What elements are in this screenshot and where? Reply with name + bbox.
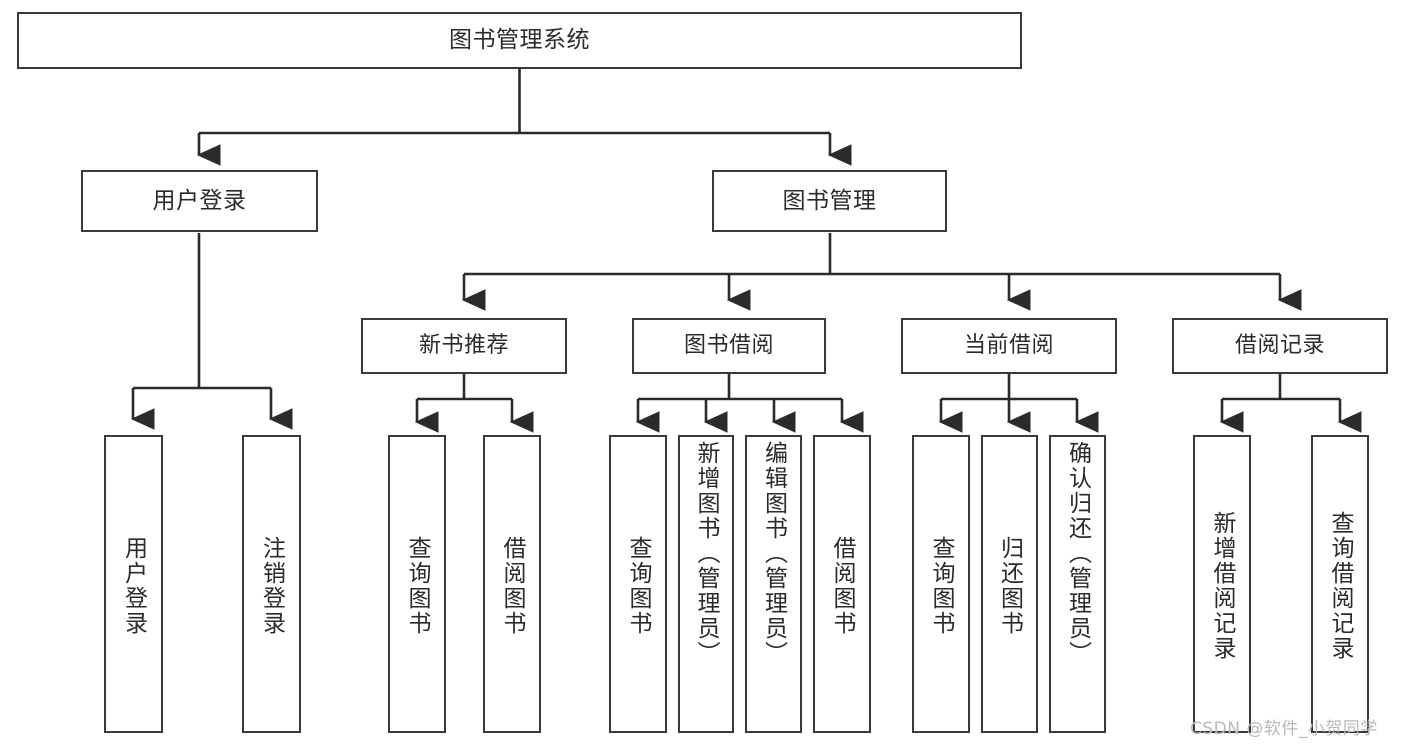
node-root-label: 图书管理系统 xyxy=(449,27,590,54)
leaf-label: 借阅图书 xyxy=(499,536,526,636)
node-current-borrow[interactable]: 当前借阅 xyxy=(901,318,1117,374)
leaf-current-query-book[interactable]: 查询图书 xyxy=(912,435,970,733)
leaf-label: 查询图书 xyxy=(928,536,955,636)
leaf-label: 查询图书 xyxy=(404,536,431,636)
node-book-management[interactable]: 图书管理 xyxy=(712,170,947,232)
leaf-label: 借阅图书 xyxy=(829,536,856,636)
leaf-user-login-signin[interactable]: 用户登录 xyxy=(104,435,163,733)
node-new-book-recommend[interactable]: 新书推荐 xyxy=(361,318,567,374)
leaf-new-book-query[interactable]: 查询图书 xyxy=(388,435,446,733)
leaf-label: 确认归还（管理员） xyxy=(1064,441,1091,666)
leaf-borrow-add-book-admin[interactable]: 新增图书（管理员） xyxy=(678,435,734,733)
leaf-label: 注销登录 xyxy=(258,536,285,636)
node-book-borrow-label: 图书借阅 xyxy=(683,333,774,359)
leaf-label: 编辑图书（管理员） xyxy=(760,441,787,666)
leaf-borrow-query-book[interactable]: 查询图书 xyxy=(609,435,667,733)
node-book-borrow[interactable]: 图书借阅 xyxy=(632,318,826,374)
leaf-label: 用户登录 xyxy=(120,536,147,636)
node-current-borrow-label: 当前借阅 xyxy=(963,333,1054,359)
leaf-borrow-borrow-book[interactable]: 借阅图书 xyxy=(813,435,871,733)
node-user-login[interactable]: 用户登录 xyxy=(81,170,318,232)
leaf-label: 新增图书（管理员） xyxy=(693,441,720,666)
node-root[interactable]: 图书管理系统 xyxy=(17,12,1022,69)
node-new-book-recommend-label: 新书推荐 xyxy=(418,333,509,359)
node-borrow-record-label: 借阅记录 xyxy=(1234,333,1325,359)
leaf-label: 新增借阅记录 xyxy=(1209,511,1236,661)
leaf-record-query[interactable]: 查询借阅记录 xyxy=(1311,435,1369,733)
leaf-user-login-signout[interactable]: 注销登录 xyxy=(242,435,301,733)
leaf-current-return-book[interactable]: 归还图书 xyxy=(981,435,1038,733)
leaf-label: 查询借阅记录 xyxy=(1327,511,1354,661)
leaf-label: 归还图书 xyxy=(996,536,1023,636)
leaf-current-confirm-return-admin[interactable]: 确认归还（管理员） xyxy=(1049,435,1106,733)
leaf-label: 查询图书 xyxy=(625,536,652,636)
leaf-new-book-borrow[interactable]: 借阅图书 xyxy=(483,435,541,733)
leaf-record-add[interactable]: 新增借阅记录 xyxy=(1193,435,1251,733)
node-borrow-record[interactable]: 借阅记录 xyxy=(1172,318,1388,374)
node-book-management-label: 图书管理 xyxy=(782,187,877,214)
node-user-login-label: 用户登录 xyxy=(152,187,247,214)
csdn-watermark: CSDN @软件_小贺同学 xyxy=(1190,719,1378,739)
leaf-borrow-edit-book-admin[interactable]: 编辑图书（管理员） xyxy=(745,435,802,733)
